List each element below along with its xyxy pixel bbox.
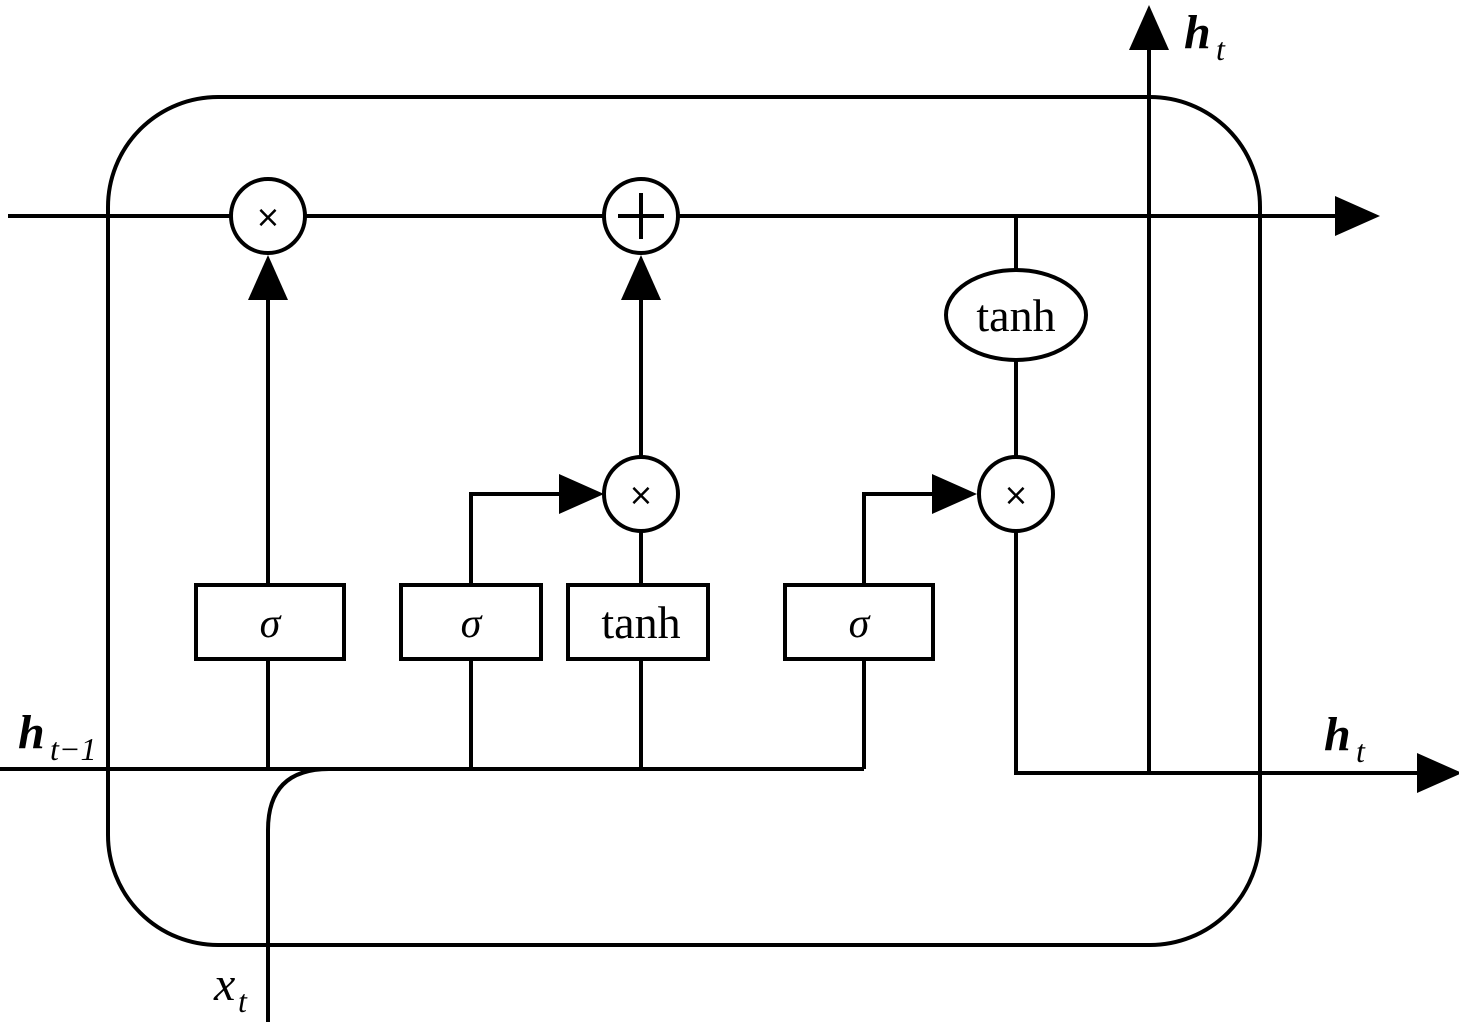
- x-input-curve: [266, 767, 375, 1022]
- cell-state-arrowhead: [1335, 196, 1380, 236]
- h-prev-label: h t−1: [18, 706, 96, 767]
- h-top-main: h: [1184, 6, 1211, 59]
- add-arrowhead: [621, 255, 661, 300]
- cell-boundary: [106, 95, 1262, 947]
- h-right-main: h: [1324, 708, 1351, 761]
- output-line: [1014, 532, 1425, 775]
- cell-tanh-label: tanh: [976, 290, 1055, 341]
- output-multiply-symbol: ×: [1003, 478, 1028, 513]
- x-main: x: [213, 958, 235, 1011]
- forget-multiply-symbol: ×: [255, 200, 280, 235]
- input-gate-line: [469, 492, 570, 769]
- output-gate-arrowhead: [932, 474, 977, 514]
- output-arrowhead: [1417, 753, 1459, 793]
- h-prev-main: h: [18, 706, 45, 759]
- h-prev-sub: t−1: [50, 731, 96, 767]
- x-sub: t: [238, 983, 248, 1019]
- forget-gate-label: σ: [260, 601, 283, 647]
- output-gate-label: σ: [849, 601, 872, 647]
- candidate-label: tanh: [601, 597, 680, 648]
- output-gate-box: σ: [783, 583, 935, 661]
- forget-gate-box: σ: [194, 583, 346, 661]
- h-right-sub: t: [1356, 733, 1366, 769]
- forget-multiply-node: ×: [229, 177, 307, 255]
- h-up-arrowhead: [1129, 5, 1169, 50]
- cell-add-node: +: [602, 177, 680, 255]
- input-multiply-symbol: ×: [628, 478, 653, 513]
- candidate-box: tanh: [566, 583, 710, 661]
- input-gate-label: σ: [461, 601, 484, 647]
- x-label: x t: [213, 958, 248, 1019]
- forget-arrowhead: [248, 255, 288, 300]
- h-right-label: h t: [1324, 708, 1366, 769]
- cell-tanh-node: tanh: [944, 268, 1088, 362]
- h-top-label: h t: [1184, 6, 1226, 67]
- input-gate-box: σ: [399, 583, 543, 661]
- input-gate-arrowhead: [559, 474, 604, 514]
- output-multiply-node: ×: [977, 455, 1055, 533]
- output-gate-line: [862, 492, 943, 769]
- input-multiply-node: ×: [602, 455, 680, 533]
- h-top-sub: t: [1216, 31, 1226, 67]
